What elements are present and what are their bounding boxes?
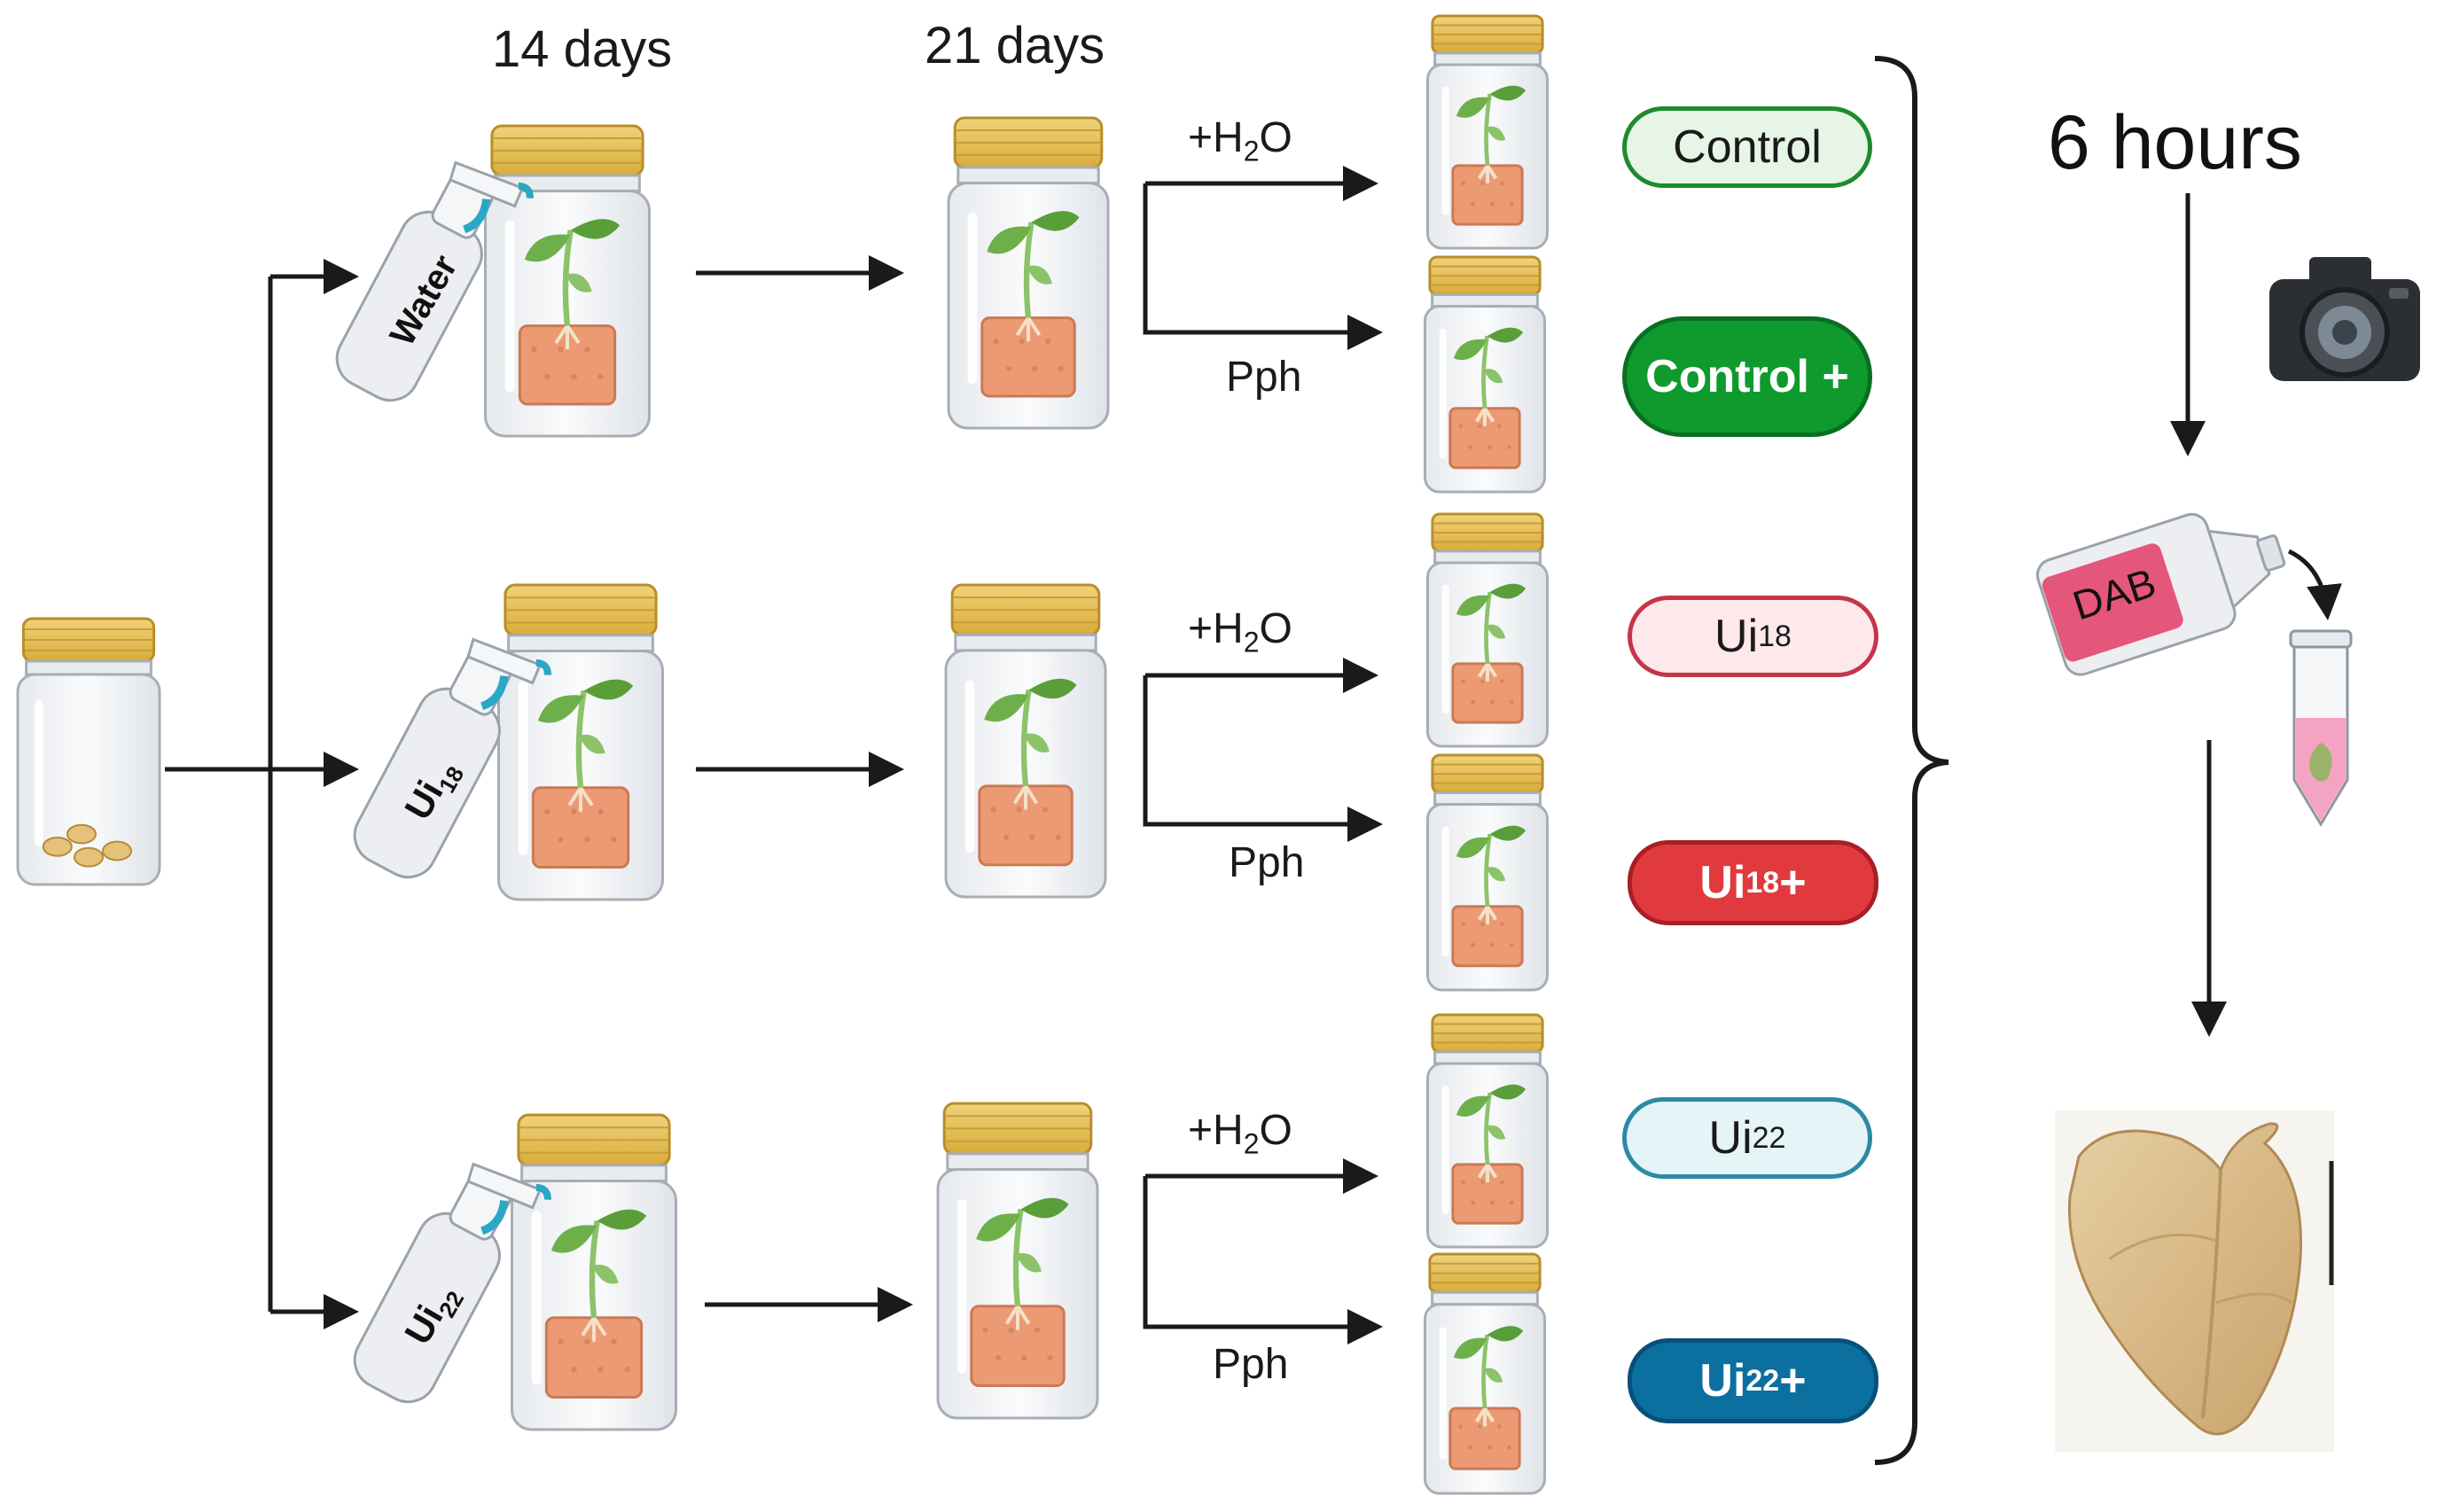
jar-control-plus xyxy=(1424,255,1546,494)
jar-21d-mid xyxy=(944,583,1107,899)
jar-14d-ui22 xyxy=(511,1113,677,1431)
label-14-days: 14 days xyxy=(492,20,673,78)
dab-bottle xyxy=(2035,512,2286,676)
jar-ui22-plus xyxy=(1424,1252,1546,1495)
group-control: Control xyxy=(1622,106,1872,188)
spray-bottle-ui18 xyxy=(353,637,551,879)
spray-bottle-water xyxy=(335,160,534,402)
jar-ui22 xyxy=(1426,1013,1549,1249)
jar-14d-water xyxy=(484,124,651,438)
test-tube xyxy=(2289,629,2353,827)
label-pph-mid: Pph xyxy=(1229,839,1305,886)
label-h2o-top: +H2O xyxy=(1188,114,1292,168)
label-h2o-mid: +H2O xyxy=(1188,605,1292,659)
jar-14d-ui18 xyxy=(497,583,664,901)
label-h2o-bot: +H2O xyxy=(1188,1107,1292,1160)
label-21-days: 21 days xyxy=(925,17,1105,74)
connector-lines xyxy=(165,56,2342,1465)
jar-control xyxy=(1426,14,1549,250)
jar-21d-top xyxy=(947,116,1110,430)
jar-ui18-plus xyxy=(1426,753,1549,992)
jar-group xyxy=(16,14,1549,1495)
camera-icon xyxy=(2269,257,2420,381)
label-6-hours: 6 hours xyxy=(2048,100,2302,185)
leaf-photo xyxy=(2055,1111,2334,1452)
spray-bottle-ui22 xyxy=(353,1162,551,1404)
jar-ui18 xyxy=(1426,512,1549,748)
group-control-plus: Control + xyxy=(1622,316,1872,437)
jar-21d-bot xyxy=(936,1102,1099,1420)
label-pph-bot: Pph xyxy=(1213,1341,1289,1388)
label-pph-top: Pph xyxy=(1226,354,1302,401)
jar-seeds xyxy=(16,617,161,886)
